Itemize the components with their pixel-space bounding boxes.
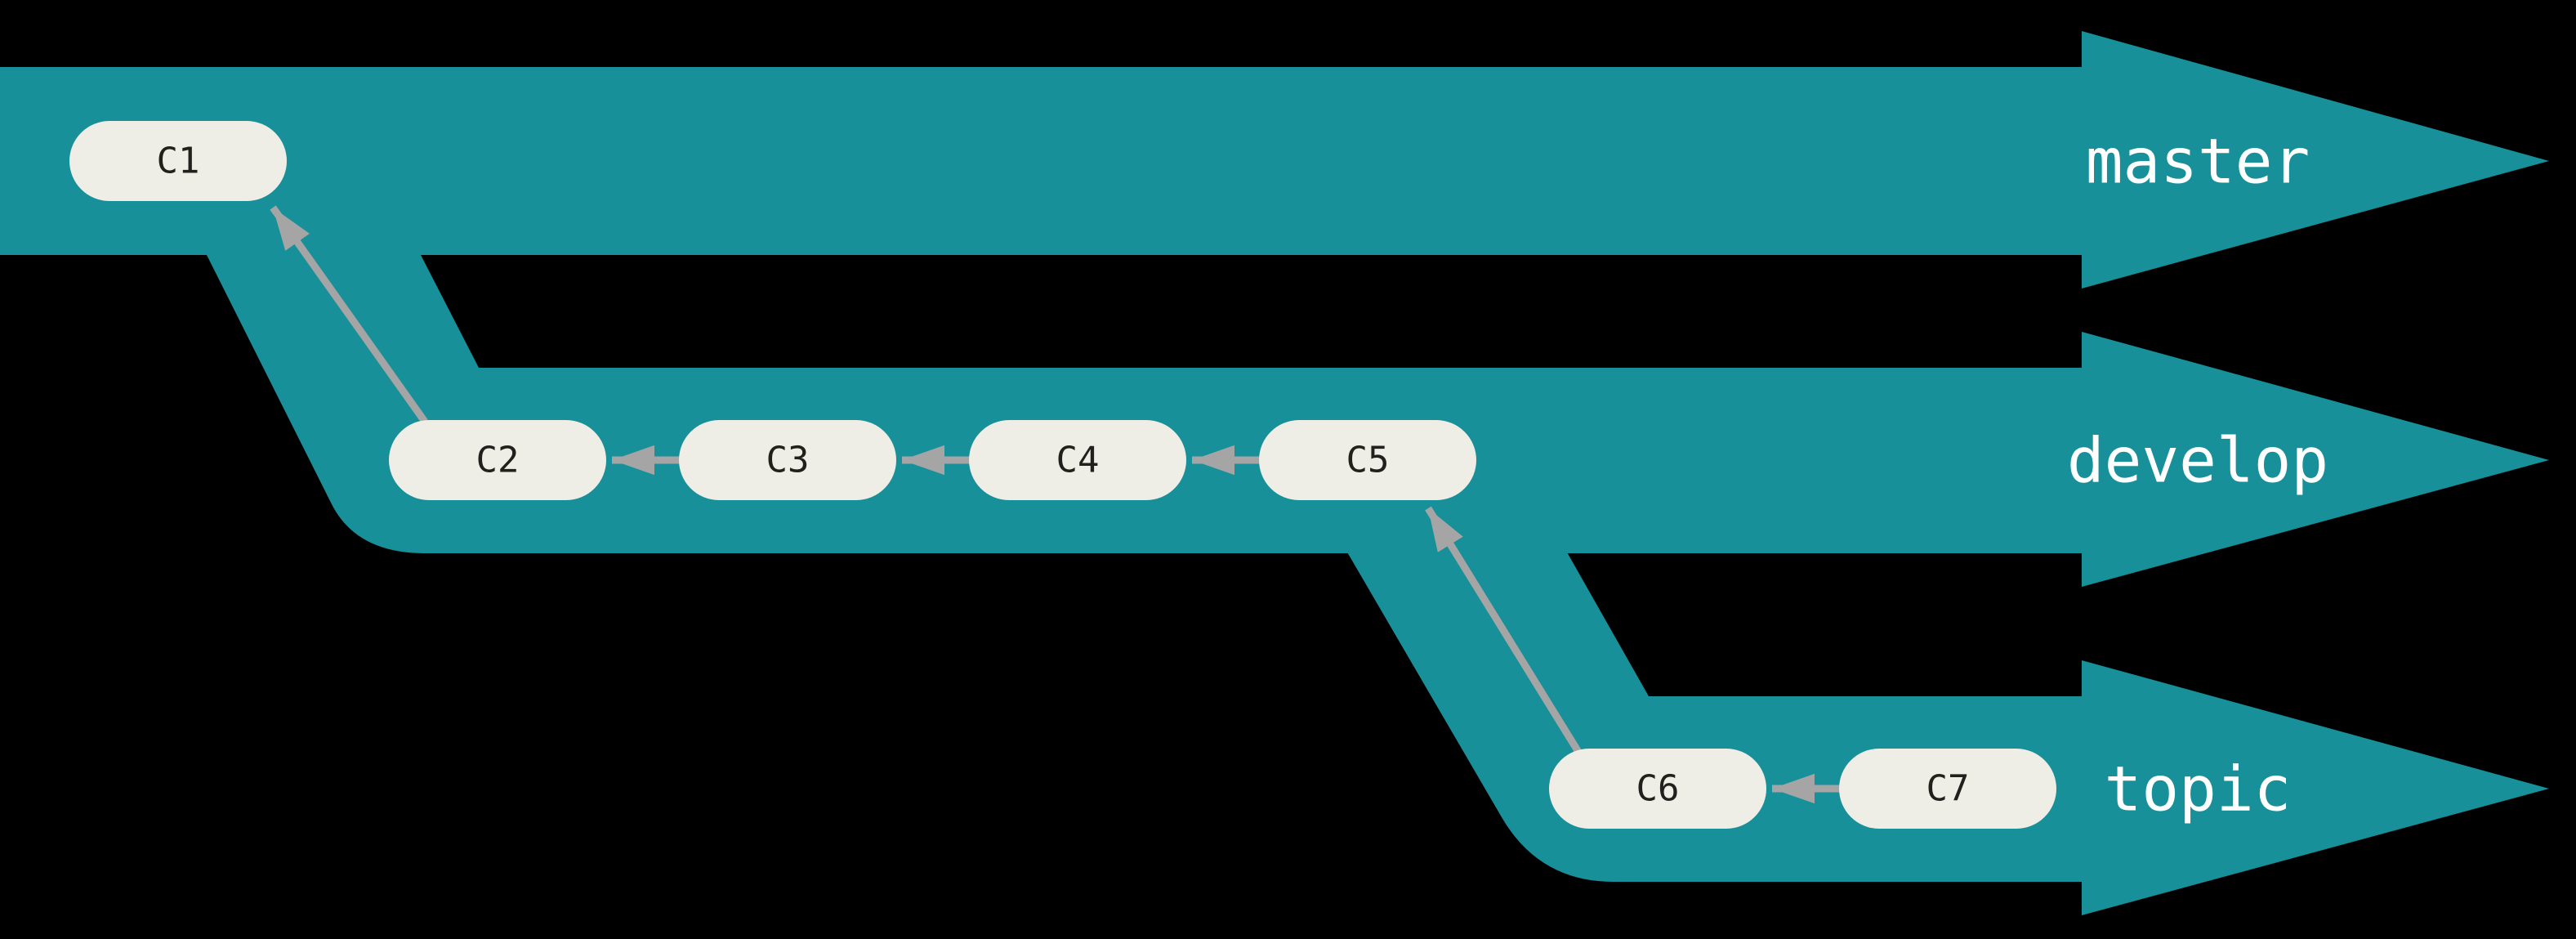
topic-lane-arrow	[1346, 551, 2549, 915]
develop-branch-label: develop	[2067, 424, 2328, 497]
master-lane-arrow	[0, 31, 2549, 288]
commit-label-c7: C7	[1926, 768, 1970, 810]
commit-node-c1: C1	[69, 121, 287, 201]
commit-label-c4: C4	[1056, 440, 1100, 481]
commit-node-c2: C2	[389, 420, 606, 500]
commit-label-c2: C2	[476, 440, 520, 481]
commit-pill-c2	[389, 420, 606, 500]
parent-arrows	[270, 205, 1846, 804]
commit-node-c5: C5	[1259, 420, 1476, 500]
commit-pill-c4	[969, 420, 1186, 500]
commit-node-c7: C7	[1839, 749, 2056, 829]
commit-node-c6: C6	[1549, 749, 1766, 829]
commit-pill-c1	[69, 121, 287, 201]
commit-label-c3: C3	[766, 440, 810, 481]
commit-pill-c6	[1549, 749, 1766, 829]
commit-label-c1: C1	[157, 141, 200, 182]
commit-node-c4: C4	[969, 420, 1186, 500]
commit-pill-c5	[1259, 420, 1476, 500]
topic-branch-label: topic	[2105, 753, 2292, 825]
parent-arrow-c6-c5	[1425, 506, 1584, 758]
commit-label-c5: C5	[1346, 440, 1390, 481]
commit-label-c6: C6	[1636, 768, 1680, 810]
parent-arrow-c2-c1	[270, 205, 428, 424]
commit-pill-c7	[1839, 749, 2056, 829]
master-branch-label: master	[2086, 125, 2310, 198]
commit-node-c3: C3	[679, 420, 896, 500]
commit-pill-c3	[679, 420, 896, 500]
